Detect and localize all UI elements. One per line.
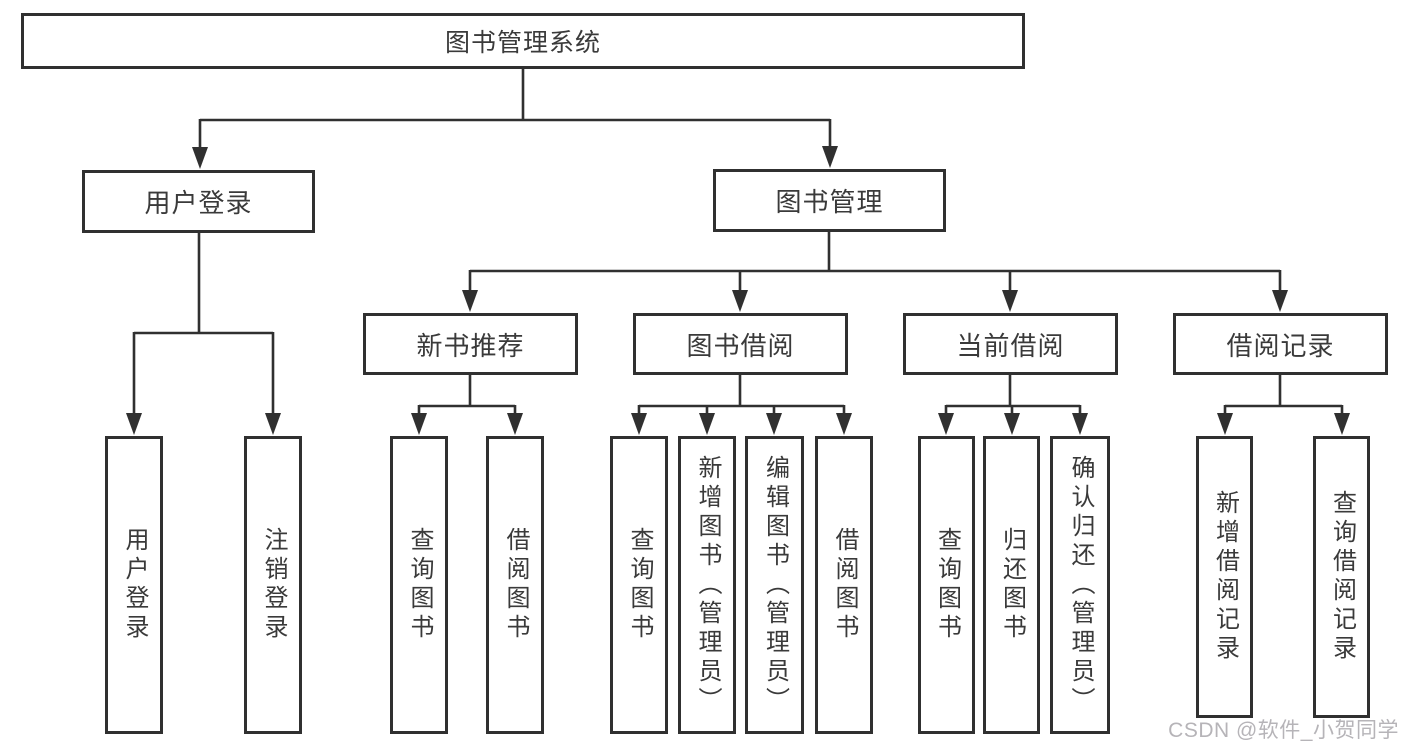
- leaf-user-login: 用户登录: [105, 436, 163, 734]
- leaf-add-borrow-record: 新增借阅记录: [1196, 436, 1253, 718]
- leaf-confirm-return-admin: 确认归还（管理员）: [1050, 436, 1110, 734]
- leaf-return-books: 归还图书: [983, 436, 1040, 734]
- leaf-edit-books-admin: 编辑图书（管理员）: [745, 436, 804, 734]
- node-library-management-system: 图书管理系统: [21, 13, 1025, 69]
- leaf-logout: 注销登录: [244, 436, 302, 734]
- csdn-watermark: CSDN @软件_小贺同学: [1168, 719, 1399, 742]
- connector-lines: [132, 69, 1344, 414]
- leaf-borrow-books-borrowing: 借阅图书: [815, 436, 873, 734]
- leaf-query-books-borrowing: 查询图书: [610, 436, 668, 734]
- node-current-borrowing: 当前借阅: [903, 313, 1118, 375]
- leaf-query-books-recommend: 查询图书: [390, 436, 448, 734]
- node-borrowing-records: 借阅记录: [1173, 313, 1388, 375]
- node-new-book-recommendation: 新书推荐: [363, 313, 578, 375]
- node-book-management: 图书管理: [713, 169, 946, 232]
- node-book-borrowing: 图书借阅: [633, 313, 848, 375]
- leaf-add-books-admin: 新增图书（管理员）: [678, 436, 736, 734]
- leaf-query-books-current: 查询图书: [918, 436, 975, 734]
- leaf-borrow-books-recommend: 借阅图书: [486, 436, 544, 734]
- arrowheads: [126, 146, 1350, 435]
- leaf-query-borrow-record: 查询借阅记录: [1313, 436, 1370, 718]
- node-user-login: 用户登录: [82, 170, 315, 233]
